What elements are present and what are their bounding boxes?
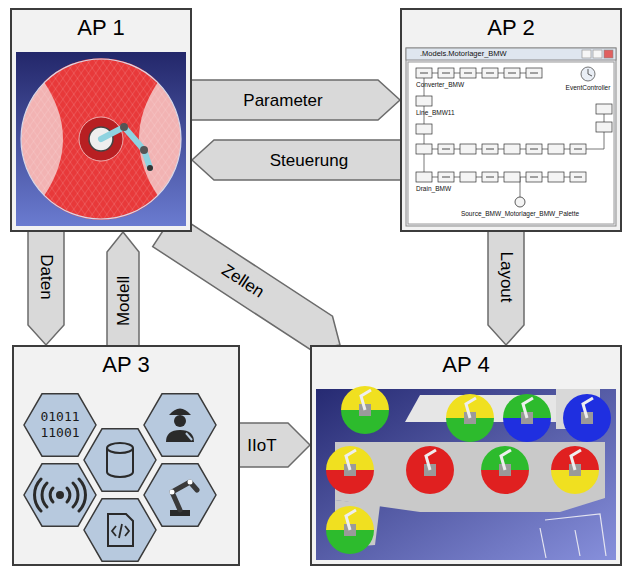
simulation-screenshot [402, 10, 620, 230]
block-arrow [188, 80, 400, 120]
screenshot-label: Converter_BMW [416, 81, 464, 88]
block-arrow [107, 232, 139, 349]
arrow-label: Daten [37, 252, 56, 301]
workspace-illustration [12, 10, 190, 230]
binary-digits: 01011 11001 [37, 409, 83, 441]
work-package-box: AP 3 [12, 345, 240, 566]
cell-layout-scene [312, 347, 620, 564]
block-arrow [236, 423, 310, 467]
arrow-label: Layout [497, 249, 516, 304]
package-title: AP 4 [312, 347, 620, 378]
package-title: AP 2 [402, 10, 620, 41]
block-arrow [192, 140, 404, 180]
screenshot-label: Line_BMW11 [416, 109, 455, 116]
arrow-label: Parameter [241, 91, 324, 110]
package-title: AP 1 [12, 10, 190, 41]
screenshot-label: Source_BMW_Motorlager_BMW_Palette [461, 210, 579, 217]
block-arrow [488, 228, 524, 345]
screenshot-label: Drain_BMW [416, 185, 451, 192]
work-package-box: AP 2 [400, 8, 622, 232]
screenshot-label: EventController [566, 84, 611, 91]
package-title: AP 3 [14, 347, 238, 378]
work-package-box: AP 1 [10, 8, 192, 232]
arrow-label: Steuerung [268, 151, 350, 170]
block-arrow [153, 213, 340, 350]
arrow-label: IIoT [245, 436, 278, 455]
iiot-icons [14, 347, 238, 564]
screenshot-label: .Models.Motorlager_BMW [420, 50, 507, 58]
work-package-box: AP 4 [310, 345, 622, 566]
block-arrow [28, 228, 64, 345]
arrow-label: Modell [114, 273, 133, 327]
